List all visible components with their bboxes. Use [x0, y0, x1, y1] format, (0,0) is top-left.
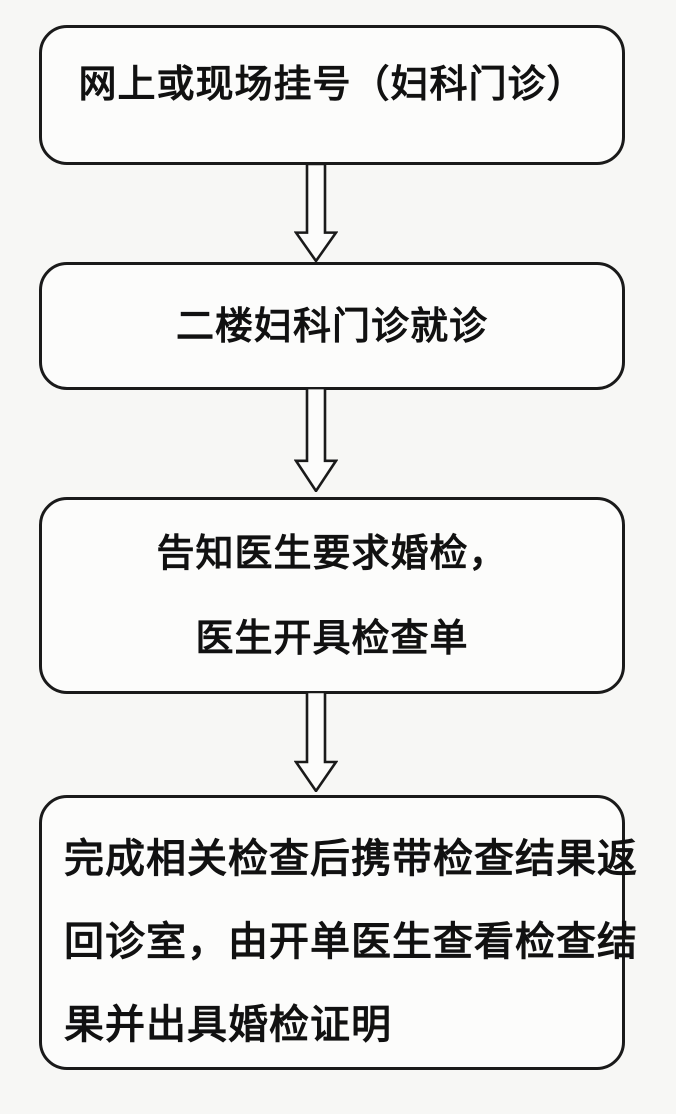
flow-node-return-results-text-line-3: 果并出具婚检证明 — [64, 1000, 392, 1048]
down-arrow-icon — [294, 164, 338, 262]
down-arrow-icon — [294, 388, 338, 492]
flow-node-clinic-visit: 二楼妇科门诊就诊 — [39, 262, 625, 390]
flow-node-request-checkup-text-line-1: 告知医生要求婚检， — [156, 530, 508, 576]
down-arrow-icon — [294, 692, 338, 792]
flow-node-return-results: 完成相关检查后携带检查结果返 回诊室，由开单医生查看检查结 果并出具婚检证明 — [39, 795, 637, 1070]
flow-node-clinic-visit-text: 二楼妇科门诊就诊 — [175, 303, 488, 349]
flow-node-register-text: 网上或现场挂号（妇科门诊） — [78, 61, 586, 107]
flow-node-request-checkup: 告知医生要求婚检， 医生开具检查单 — [39, 497, 625, 694]
flow-node-return-results-text-line-2: 回诊室，由开单医生查看检查结 — [64, 917, 638, 965]
flow-node-return-results-text-line-1: 完成相关检查后携带检查结果返 — [64, 834, 638, 882]
flow-node-request-checkup-text-line-2: 医生开具检查单 — [195, 615, 469, 660]
flow-node-register: 网上或现场挂号（妇科门诊） — [39, 25, 625, 165]
